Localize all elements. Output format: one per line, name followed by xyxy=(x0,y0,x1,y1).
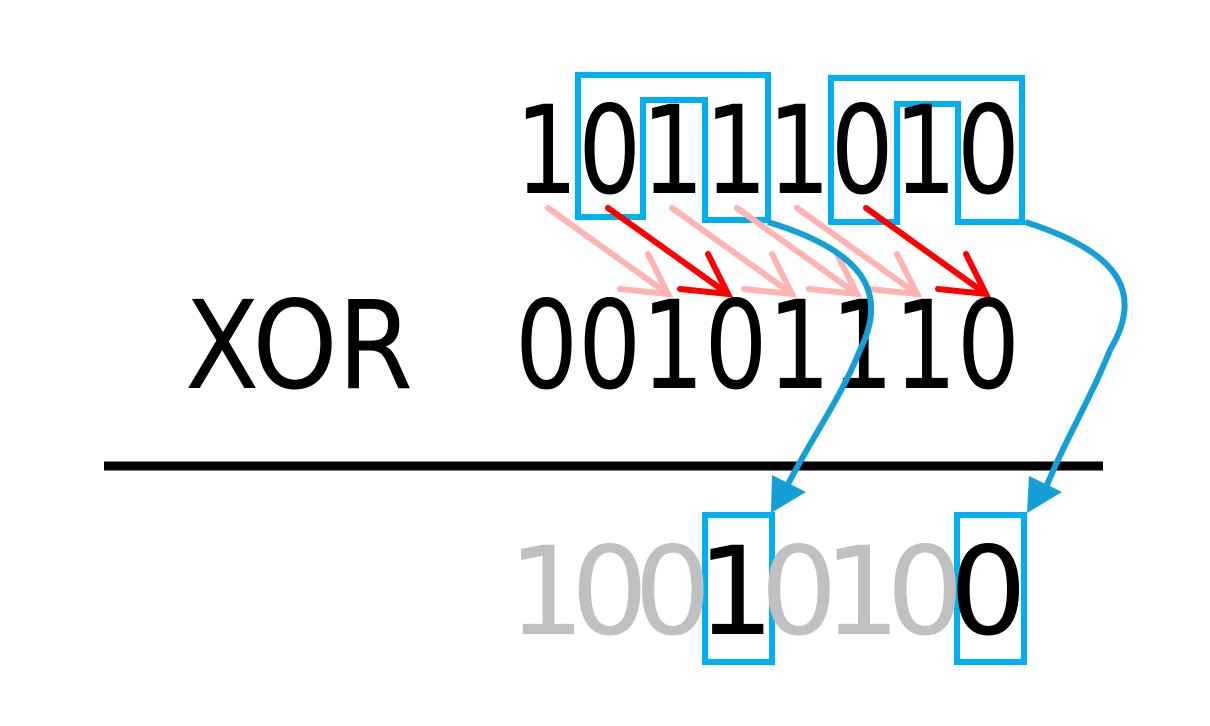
result-box-2 xyxy=(954,512,1027,665)
shift-arrows xyxy=(545,205,992,298)
operand-a: 10111010 xyxy=(515,80,1020,222)
arrowhead-right-icon xyxy=(1027,476,1062,513)
result-digit: 0 xyxy=(760,521,838,663)
highlight-box-right-group xyxy=(828,75,1025,225)
result-box-1 xyxy=(702,512,775,665)
result-digit: 0 xyxy=(949,521,1027,663)
shift-arrow-icon xyxy=(794,205,923,298)
shift-arrow-icon xyxy=(605,205,734,298)
result-digit: 0 xyxy=(886,521,964,663)
result-digit: 0 xyxy=(634,521,712,663)
carry-curve-left xyxy=(767,219,875,492)
highlight-box-left-group xyxy=(575,72,771,223)
result-digit: 1 xyxy=(508,521,586,663)
shift-arrow-icon xyxy=(863,205,992,298)
operator-label: XOR xyxy=(185,275,413,417)
result-digit: 0 xyxy=(571,521,649,663)
shift-arrow-icon xyxy=(734,205,863,298)
result-digit: 1 xyxy=(823,521,901,663)
result-digit: 1 xyxy=(697,521,775,663)
operand-b: 00101110 xyxy=(515,275,1020,417)
arrowhead-left-icon xyxy=(771,475,806,513)
carry-curve-right xyxy=(1024,219,1128,492)
shift-arrow-icon xyxy=(545,205,674,298)
shift-arrow-icon xyxy=(669,205,798,298)
